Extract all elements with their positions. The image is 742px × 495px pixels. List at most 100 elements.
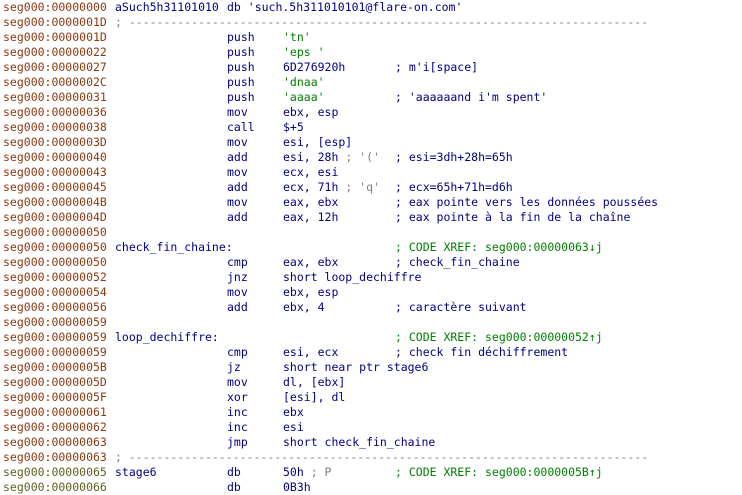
instruction-mnemonic[interactable]: mov [227, 195, 248, 209]
line-address[interactable]: seg000:00000062 [3, 420, 107, 434]
instruction-mnemonic[interactable]: jmp [227, 435, 248, 449]
line-address[interactable]: seg000:0000005B [3, 360, 107, 374]
line-address[interactable]: seg000:00000031 [3, 90, 107, 104]
listing-line[interactable]: seg000:0000002C push 'dnaa' [0, 75, 742, 90]
instruction-mnemonic[interactable]: mov [227, 135, 248, 149]
instruction-operands[interactable]: ebx, esp [283, 285, 338, 300]
instruction-mnemonic[interactable]: add [227, 210, 248, 224]
instruction-mnemonic[interactable]: cmp [227, 255, 248, 269]
line-address[interactable]: seg000:00000066 [3, 480, 107, 494]
instruction-mnemonic[interactable]: inc [227, 405, 248, 419]
instruction-operands[interactable]: [esi], dl [283, 390, 345, 405]
listing-line[interactable]: seg000:00000050 [0, 225, 742, 240]
instruction-mnemonic[interactable]: mov [227, 105, 248, 119]
line-address[interactable]: seg000:0000005D [3, 375, 107, 389]
instruction-operands[interactable]: esi [283, 420, 304, 435]
instruction-operands[interactable]: ebx [283, 405, 304, 420]
instruction-operands[interactable]: ebx, esp [283, 105, 338, 120]
line-address[interactable]: seg000:00000059 [3, 330, 107, 344]
listing-line[interactable]: seg000:00000066 db 0B3h [0, 480, 742, 495]
instruction-mnemonic[interactable]: db [227, 465, 241, 479]
data-label[interactable]: aSuch5h31101010 [115, 0, 219, 14]
instruction-operands[interactable]: 6D276920h [283, 60, 345, 75]
listing-line[interactable]: seg000:00000059 loop_dechiffre: ; CODE XRE… [0, 330, 742, 345]
line-address[interactable]: seg000:00000056 [3, 300, 107, 314]
line-address[interactable]: seg000:0000004B [3, 195, 107, 209]
line-address[interactable]: seg000:00000065 [3, 465, 107, 479]
line-address[interactable]: seg000:00000054 [3, 285, 107, 299]
listing-line[interactable]: seg000:00000059 [0, 315, 742, 330]
instruction-operands[interactable]: short check_fin_chaine [283, 435, 435, 450]
listing-line[interactable]: seg000:00000000 aSuch5h31101010 db 'such.5… [0, 0, 742, 15]
data-string-value[interactable]: db 'such.5h311010101@flare-on.com' [227, 0, 463, 14]
instruction-mnemonic[interactable]: xor [227, 390, 248, 404]
instruction-mnemonic[interactable]: push [227, 75, 255, 89]
line-address[interactable]: seg000:00000061 [3, 405, 107, 419]
instruction-operands[interactable]: short loop_dechiffre [283, 270, 421, 285]
instruction-mnemonic[interactable]: mov [227, 285, 248, 299]
line-address[interactable]: seg000:0000001D [3, 30, 107, 44]
instruction-mnemonic[interactable]: add [227, 300, 248, 314]
line-address[interactable]: seg000:00000059 [3, 315, 107, 329]
code-xref-comment[interactable]: ; CODE XREF: seg000:0000005B↑j [395, 465, 603, 479]
instruction-mnemonic[interactable]: add [227, 150, 248, 164]
instruction-operands[interactable]: 0B3h [283, 480, 311, 495]
line-address[interactable]: seg000:00000045 [3, 180, 107, 194]
line-address[interactable]: seg000:00000050 [3, 225, 107, 239]
instruction-operands[interactable]: esi, 28h ; '(' [283, 150, 380, 165]
code-label[interactable]: loop_dechiffre: [115, 330, 219, 344]
listing-line[interactable]: seg000:0000005F xor [esi], dl [0, 390, 742, 405]
instruction-operands[interactable]: 'dnaa' [283, 75, 325, 90]
instruction-operands[interactable]: 'eps ' [283, 45, 325, 60]
line-address[interactable]: seg000:0000005F [3, 390, 107, 404]
listing-line[interactable]: seg000:00000061 inc ebx [0, 405, 742, 420]
code-xref-comment[interactable]: ; CODE XREF: seg000:00000052↑j [395, 330, 603, 344]
listing-line[interactable]: seg000:00000063 jmp short check_fin_chaine [0, 435, 742, 450]
instruction-mnemonic[interactable]: push [227, 30, 255, 44]
instruction-operands[interactable]: dl, [ebx] [283, 375, 345, 390]
listing-line[interactable]: seg000:00000063; -----------------------… [0, 450, 742, 465]
instruction-mnemonic[interactable]: push [227, 60, 255, 74]
instruction-operands[interactable]: esi, ecx [283, 345, 338, 360]
instruction-mnemonic[interactable]: jz [227, 360, 241, 374]
line-address[interactable]: seg000:0000002C [3, 75, 107, 89]
instruction-mnemonic[interactable]: db [227, 480, 241, 494]
listing-line[interactable]: seg000:00000054 mov ebx, esp [0, 285, 742, 300]
instruction-mnemonic[interactable]: jnz [227, 270, 248, 284]
code-label[interactable]: check_fin_chaine: [115, 240, 233, 254]
line-address[interactable]: seg000:00000063 [3, 435, 107, 449]
instruction-mnemonic[interactable]: mov [227, 165, 248, 179]
line-address[interactable]: seg000:00000027 [3, 60, 107, 74]
line-address[interactable]: seg000:00000040 [3, 150, 107, 164]
instruction-mnemonic[interactable]: add [227, 180, 248, 194]
code-label[interactable]: stage6 [115, 465, 157, 479]
listing-line[interactable]: seg000:00000062 inc esi [0, 420, 742, 435]
instruction-operands[interactable]: eax, 12h [283, 210, 338, 225]
line-address[interactable]: seg000:0000001D [3, 15, 107, 29]
instruction-operands[interactable]: 'aaaa' [283, 90, 325, 105]
line-address[interactable]: seg000:0000003D [3, 135, 107, 149]
instruction-mnemonic[interactable]: inc [227, 420, 248, 434]
instruction-operands[interactable]: ecx, esi [283, 165, 338, 180]
instruction-operands[interactable]: $+5 [283, 120, 304, 135]
line-address[interactable]: seg000:00000000 [3, 0, 107, 14]
line-address[interactable]: seg000:0000004D [3, 210, 107, 224]
